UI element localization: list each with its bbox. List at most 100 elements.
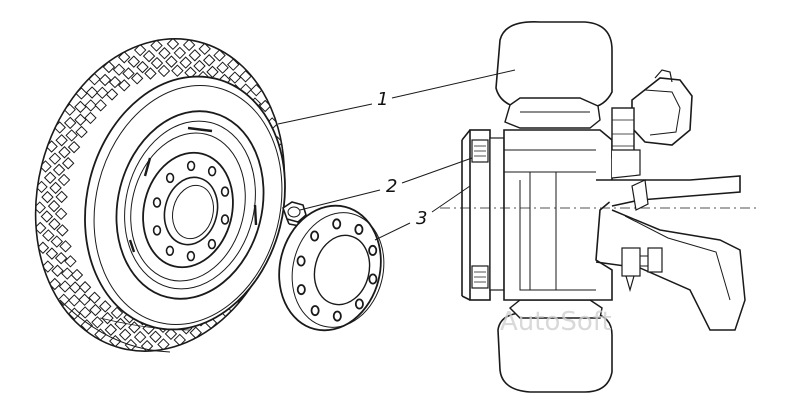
tread-block: [166, 37, 180, 51]
brake-chamber: [611, 69, 693, 179]
tire-sidewall: [84, 75, 286, 331]
tread-block: [52, 163, 66, 177]
leader-2: [299, 189, 381, 211]
tread-block: [75, 87, 88, 100]
tread-block: [118, 328, 132, 341]
wheel-rim: [115, 110, 265, 300]
tread-block: [58, 146, 71, 159]
tread-block: [55, 190, 68, 204]
tread-block: [118, 51, 131, 64]
ring-hole: [332, 218, 342, 230]
ring-hole: [296, 255, 306, 267]
tread-block: [45, 247, 59, 260]
tread-block: [179, 56, 192, 69]
tread-block: [198, 42, 211, 56]
stud-hole: [207, 238, 217, 250]
tread-block: [108, 75, 122, 89]
axle-housing: [596, 175, 741, 207]
tread-block: [41, 190, 54, 204]
ring-hole: [354, 298, 364, 310]
tread-block: [48, 152, 62, 165]
rim-slots: [128, 126, 258, 253]
tread-block: [101, 311, 114, 325]
tread-block: [228, 71, 242, 84]
tread-block: [43, 171, 57, 184]
tread-block: [99, 300, 112, 313]
tread-block: [40, 210, 54, 223]
tread-block: [227, 58, 240, 71]
tread-block: [122, 67, 135, 80]
tread-block: [68, 294, 81, 307]
tire-wheel: [33, 37, 287, 353]
tread-block: [63, 116, 77, 130]
tread-block: [98, 73, 112, 87]
cover-ring-holes: [296, 218, 378, 322]
stud-hole: [220, 214, 230, 225]
tread-block: [202, 54, 216, 67]
tread-block: [89, 303, 102, 317]
tread-block: [130, 72, 144, 85]
tread-block: [78, 293, 91, 306]
tread-block: [142, 49, 156, 63]
watermark: AutoSoft: [500, 307, 612, 337]
tread-block: [105, 88, 119, 101]
tread-block: [94, 99, 107, 112]
tread-block: [47, 199, 61, 213]
ring-hole: [354, 223, 364, 235]
tread-block: [63, 103, 76, 116]
tread-block: [114, 317, 127, 331]
ring-hole: [310, 230, 320, 242]
tread-block: [84, 99, 97, 112]
tread-block: [58, 280, 72, 293]
tread-block: [55, 134, 68, 147]
tread-block: [41, 260, 55, 273]
tread-block: [57, 173, 71, 187]
stud-hole: [152, 225, 162, 236]
stud-hole: [207, 166, 217, 177]
tread-block: [118, 79, 131, 92]
hub-assembly: [440, 21, 760, 393]
stud-hole: [165, 172, 175, 184]
tread-block: [78, 281, 92, 294]
tread-block: [88, 72, 101, 86]
callout-1: 1: [377, 89, 388, 110]
tread-block: [61, 157, 75, 170]
stud-hole: [186, 250, 196, 262]
valve-fitting: [621, 247, 663, 293]
tread-block: [157, 64, 171, 78]
tread-block: [85, 86, 99, 99]
ring-hole: [296, 284, 306, 296]
upper-tire-section: [495, 21, 613, 109]
stud-hole: [152, 197, 162, 208]
tread-block: [78, 306, 92, 319]
tread-block: [84, 111, 97, 125]
ring-hole: [310, 305, 320, 317]
tread-block: [171, 64, 184, 77]
stud-hole: [165, 245, 175, 257]
tread-block: [88, 291, 101, 304]
tread-block: [158, 47, 171, 60]
leader-1: [277, 103, 373, 125]
callout-2: 2: [386, 176, 397, 197]
wheel-hub-disc: [142, 151, 234, 269]
tread-block: [133, 330, 147, 344]
stud-hole: [186, 160, 196, 172]
tread-block: [54, 207, 68, 221]
ring-hole: [368, 273, 378, 285]
tread-block: [136, 60, 149, 74]
tread-block: [104, 323, 118, 336]
tread-block: [74, 100, 87, 114]
tread-block: [64, 255, 77, 268]
tread-block: [102, 60, 116, 74]
tread-block: [216, 61, 229, 74]
tread-block: [50, 235, 64, 248]
tread-block: [164, 327, 178, 341]
tread-block: [128, 321, 141, 334]
lower-tire-section: [497, 312, 613, 393]
tread-block: [70, 268, 84, 282]
tread-block: [182, 38, 196, 52]
tread-block: [49, 181, 62, 195]
tread-block: [61, 267, 74, 280]
tread-block: [193, 59, 206, 73]
